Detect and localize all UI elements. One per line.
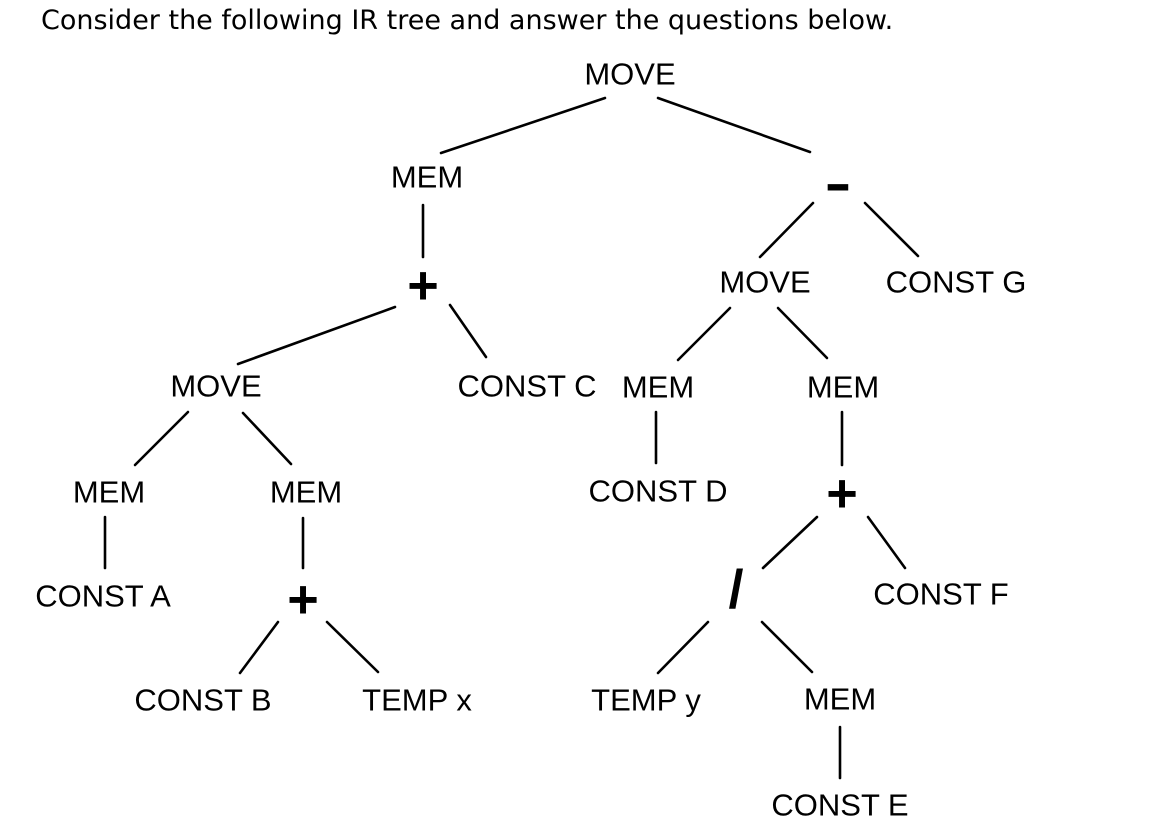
tree-node-r2-const-g: CONST G [885, 264, 1027, 300]
tree-node-l2-plus: + [407, 255, 439, 316]
tree-node-r5-div: / [728, 559, 744, 620]
tree-edge-l2-plus-l3-const-c [448, 303, 488, 359]
tree-node-l4-mem-left: MEM [72, 474, 146, 510]
tree-node-root-move: MOVE [584, 56, 676, 92]
tree-node-l5-const-a: CONST A [35, 578, 171, 614]
tree-node-r1-minus: - [824, 153, 852, 214]
tree-node-l6-const-b: CONST B [134, 682, 272, 718]
page-title: Consider the following IR tree and answe… [41, 5, 894, 36]
tree-node-l6-temp-x: TEMP x [362, 682, 472, 718]
tree-node-r7-const-e: CONST E [771, 787, 909, 823]
tree-edge-l3-move-l4-mem-left [133, 410, 190, 467]
tree-node-r4-plus: + [826, 463, 858, 524]
tree-edge-root-move-l1-mem [439, 96, 607, 155]
tree-node-r4-const-d: CONST D [588, 473, 728, 509]
tree-edge-root-move-r1-minus [656, 96, 812, 154]
tree-edge-r4-plus-r5-div [761, 515, 819, 570]
tree-edge-l2-plus-l3-move [236, 305, 397, 366]
tree-node-r6-mem: MEM [803, 681, 877, 717]
tree-edge-r1-minus-r2-move [758, 201, 815, 259]
tree-node-l3-move: MOVE [170, 368, 262, 404]
tree-node-l1-mem: MEM [390, 159, 464, 195]
tree-edge-r2-move-r3-mem-left [676, 306, 732, 362]
tree-edge-l5-plus-l6-temp-x [325, 620, 380, 674]
tree-node-r2-move: MOVE [719, 264, 811, 300]
tree-node-l3-const-c: CONST C [457, 368, 597, 404]
tree-edge-l3-move-l4-mem-right [241, 411, 293, 466]
tree-node-l5-plus: + [287, 569, 319, 630]
tree-node-r3-mem-right: MEM [806, 369, 880, 405]
tree-node-r5-const-f: CONST F [873, 576, 1009, 612]
tree-edge-r2-move-r3-mem-right [776, 306, 829, 360]
tree-edge-r5-div-r6-mem [760, 620, 814, 674]
tree-edge-r5-div-r6-temp-y [656, 620, 710, 675]
tree-node-l4-mem-right: MEM [269, 474, 343, 510]
tree-edge-l5-plus-l6-const-b [238, 620, 280, 675]
tree-node-r6-temp-y: TEMP y [591, 682, 701, 718]
tree-edge-r1-minus-r2-const-g [863, 201, 920, 258]
tree-edge-r4-plus-r5-const-f [866, 515, 907, 570]
tree-node-r3-mem-left: MEM [621, 369, 695, 405]
